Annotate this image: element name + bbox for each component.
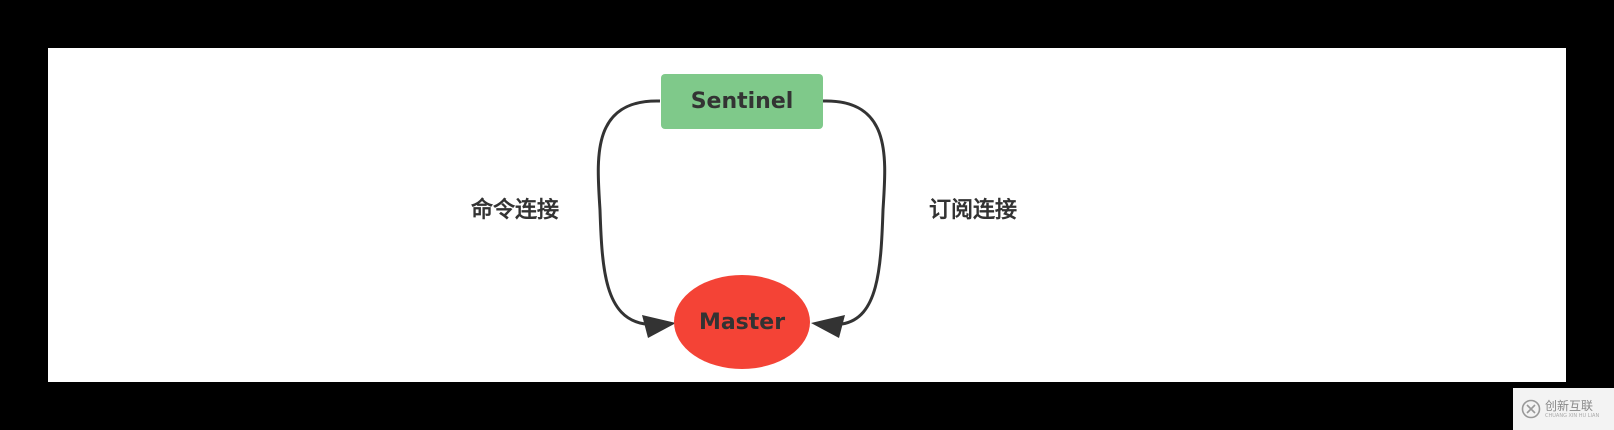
watermark-logo-icon bbox=[1521, 399, 1541, 419]
subscribe-connection-arrowhead bbox=[811, 315, 845, 338]
command-connection-label: 命令连接 bbox=[471, 197, 559, 223]
command-connection-edge bbox=[596, 99, 661, 326]
master-node bbox=[674, 275, 810, 369]
subscribe-connection-edge bbox=[822, 99, 887, 326]
watermark-sub-text: CHUANG XIN HU LIAN bbox=[1545, 412, 1600, 419]
master-label: Master bbox=[699, 310, 785, 335]
sentinel-label: Sentinel bbox=[691, 89, 794, 114]
watermark: 创新互联 CHUANG XIN HU LIAN bbox=[1513, 388, 1614, 430]
watermark-main-text: 创新互联 bbox=[1545, 398, 1594, 413]
subscribe-connection-label: 订阅连接 bbox=[929, 197, 1017, 223]
watermark-text: 创新互联 CHUANG XIN HU LIAN bbox=[1545, 400, 1599, 419]
sentinel-node bbox=[661, 74, 823, 129]
command-connection-arrowhead bbox=[642, 315, 676, 338]
